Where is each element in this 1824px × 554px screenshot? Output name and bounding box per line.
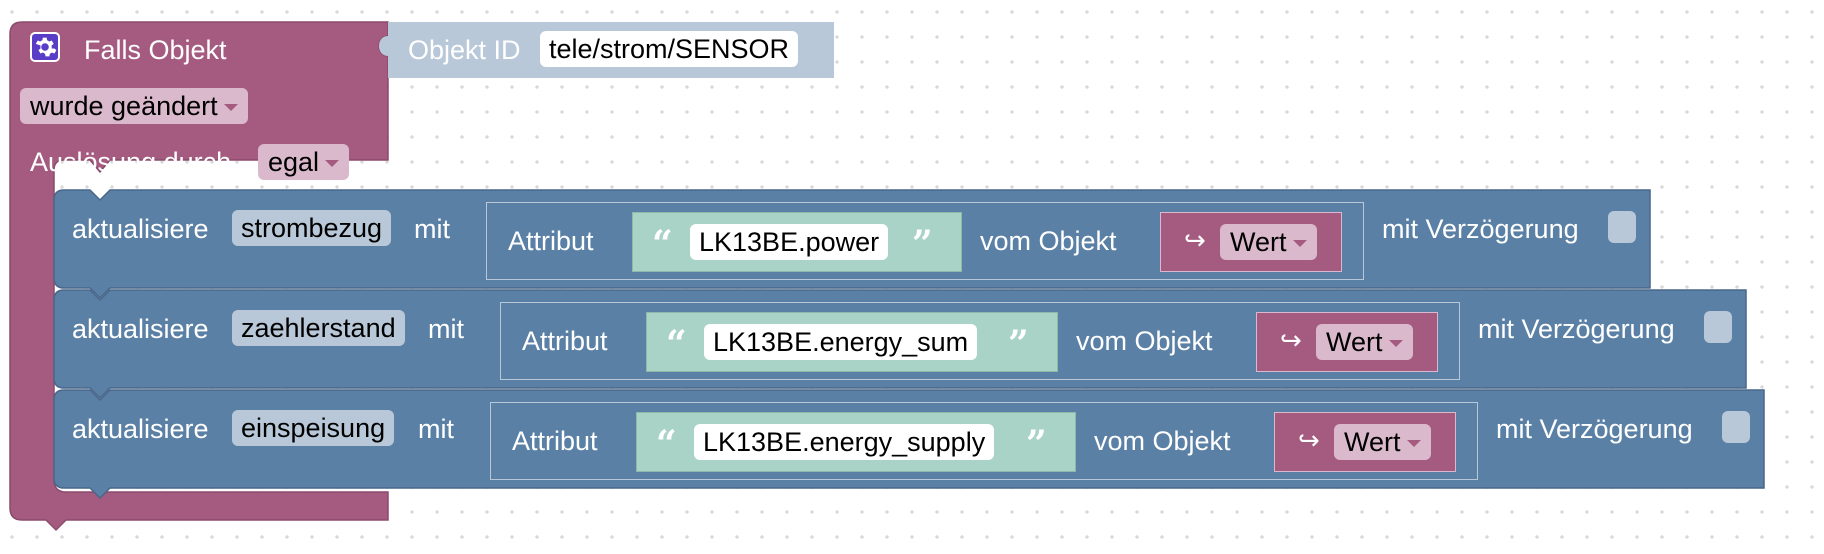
value-source-dropdown-value: Wert [1326,327,1383,357]
return-arrow-icon: ↪ [1184,225,1206,255]
from-object-label: vom Objekt [1094,426,1231,456]
attribute-label: Attribut [512,426,598,456]
quote-open-icon: “ [656,423,677,465]
event-title: Falls Objekt [84,35,227,65]
quote-close-icon: ” [1026,423,1047,465]
delay-label: mit Verzögerung [1496,414,1693,444]
value-source-dropdown[interactable]: Wert [1334,424,1431,460]
chevron-down-icon [325,160,340,167]
quote-close-icon: ” [1008,323,1029,365]
delay-checkbox[interactable] [1722,411,1750,443]
variable-name-field[interactable]: einspeisung [232,410,395,446]
object-id-input[interactable]: tele/strom/SENSOR [540,31,799,67]
ack-dropdown-value: egal [268,147,320,177]
attribute-path-field[interactable]: LK13BE.energy_sum [704,324,978,360]
delay-label: mit Verzögerung [1478,314,1675,344]
update-prefix: aktualisiere [72,214,209,244]
ack-label: Auslösung durch [30,147,232,177]
quote-open-icon: “ [666,323,687,365]
chevron-down-icon [1388,340,1403,347]
chevron-down-icon [1292,240,1307,247]
value-source-dropdown[interactable]: Wert [1316,324,1413,360]
attribute-path-field[interactable]: LK13BE.energy_supply [694,424,995,460]
trigger-dropdown[interactable]: wurde geändert [20,88,248,124]
from-object-label: vom Objekt [1076,326,1213,356]
object-id-label: Objekt ID [408,35,521,65]
value-source-dropdown[interactable]: Wert [1220,224,1317,260]
delay-checkbox[interactable] [1704,311,1732,343]
variable-name-field[interactable]: zaehlerstand [232,310,405,346]
chevron-down-icon [1406,440,1421,447]
update-with: mit [418,414,454,444]
variable-name-field[interactable]: strombezug [232,210,392,246]
from-object-label: vom Objekt [980,226,1117,256]
update-prefix: aktualisiere [72,414,209,444]
attribute-label: Attribut [522,326,608,356]
delay-checkbox[interactable] [1608,211,1636,243]
chevron-down-icon [223,104,238,111]
ack-dropdown[interactable]: egal [258,144,350,180]
gear-icon [30,32,60,62]
delay-label: mit Verzögerung [1382,214,1579,244]
update-with: mit [428,314,464,344]
update-with: mit [414,214,450,244]
update-prefix: aktualisiere [72,314,209,344]
return-arrow-icon: ↪ [1298,425,1320,455]
trigger-dropdown-value: wurde geändert [30,91,218,121]
value-source-dropdown-value: Wert [1344,427,1401,457]
attribute-path-field[interactable]: LK13BE.power [690,224,889,260]
quote-open-icon: “ [652,223,673,265]
value-source-dropdown-value: Wert [1230,227,1287,257]
return-arrow-icon: ↪ [1280,325,1302,355]
attribute-label: Attribut [508,226,594,256]
quote-close-icon: ” [912,223,933,265]
